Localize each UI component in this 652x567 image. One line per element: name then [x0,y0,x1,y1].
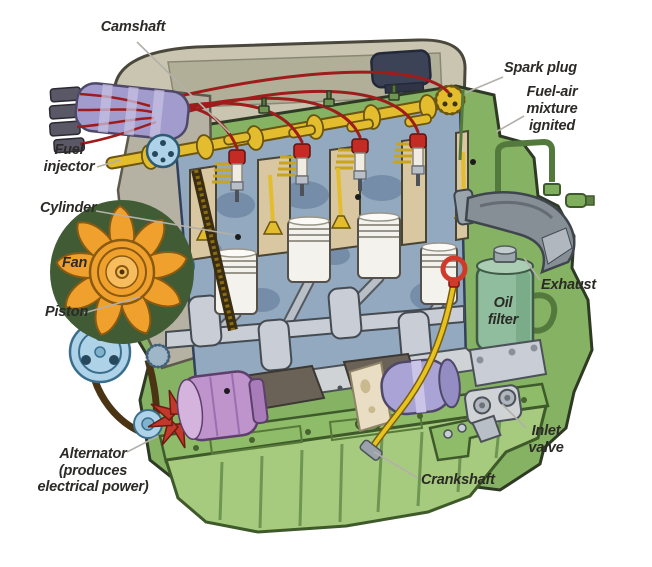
leader-crankshaft [373,451,419,479]
label-exhaust: Exhaust [541,277,597,293]
label-line: Fuel [54,142,84,158]
dipstick [359,255,468,461]
leader-fuel-air [495,115,525,133]
leader-piston [83,296,141,314]
dot-cylinder [235,234,241,240]
label-fan: Fan [62,255,88,271]
label-crankshaft: Crankshaft [421,472,495,488]
camshaft-sprocket [434,84,466,116]
leader-inlet-valve [501,403,527,429]
head-studs [258,84,400,114]
label-line: injector [43,159,95,175]
dot-ignition [355,194,361,200]
oil-filter-illustration [468,245,558,388]
label-line: Inlet [531,423,561,439]
leader-spark-plug [464,76,504,94]
label-camshaft: Camshaft [100,19,166,35]
label-spark-plug: Spark plug [504,60,577,76]
label-line: Fuel-air [526,84,578,100]
label-cylinder: Cylinder [40,200,97,216]
leader-alternator [126,435,159,453]
wire-loom [48,82,190,154]
distributor-pulley [145,133,181,169]
label-line: electrical power) [37,479,149,495]
spark-plug-illustration [293,143,311,196]
label-line: (produces [58,462,128,479]
fan-illustration [50,200,194,344]
label-oil-filter: Oil filter [472,295,534,329]
label-line: valve [528,440,564,456]
spark-plugs [228,133,427,202]
leader-dots [224,159,476,394]
leader-exhaust [523,257,541,281]
label-inlet-valve: Inlet valve [514,423,578,457]
timing-chain [191,168,238,332]
spark-plug-illustration [228,149,246,202]
dot-fuel-air [470,159,476,165]
label-line: Oil [493,295,513,311]
label-line: mixture [526,101,578,117]
label-fuel-air: Fuel-air mixture ignited [518,84,586,135]
leader-fuel-injector [96,159,121,168]
spark-plug-illustration [409,133,427,186]
label-line: Alternator [59,446,127,462]
crankshaft-illustration [165,286,465,372]
leader-cylinder [95,210,236,236]
label-line: ignited [528,118,576,134]
coolant-pipes [458,89,595,208]
pistons [214,212,458,315]
label-alternator: Alternator (produces electrical power) [20,446,166,496]
spark-plug-illustration [351,138,369,191]
label-line: filter [487,312,519,328]
label-piston: Piston [45,304,89,320]
leader-camshaft [136,41,231,134]
exhaust-hose [453,188,576,275]
inlet-valve-illustration [464,384,523,444]
leader-lines [83,41,541,479]
label-fuel-injector: Fuel injector [37,142,101,176]
alternator-illustration [147,370,269,449]
dot-alternator [224,388,230,394]
